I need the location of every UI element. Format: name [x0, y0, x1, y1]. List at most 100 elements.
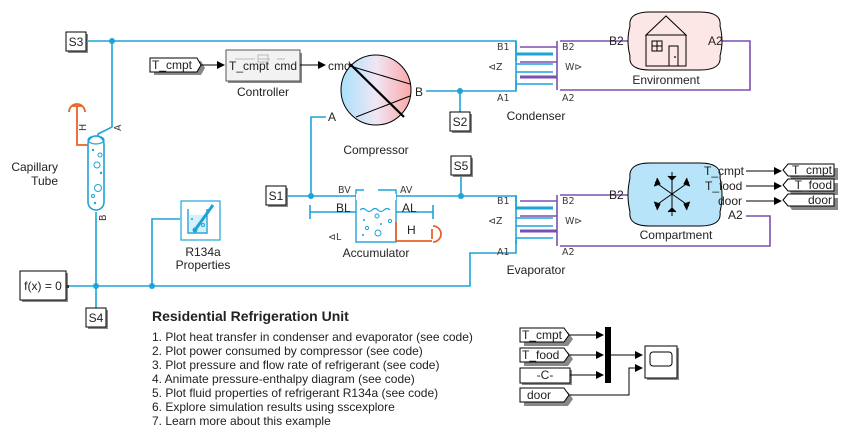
sensor-s4[interactable]: S4 — [85, 307, 108, 329]
sensor-s2-label: S2 — [453, 115, 468, 129]
sensor-s1-label: S1 — [269, 189, 284, 203]
sensor-s3-label: S3 — [69, 35, 84, 49]
condenser-port-a1: A1 — [497, 93, 510, 104]
evaporator-port-z: ⊲Z — [488, 216, 503, 227]
accumulator-port-bl: BL — [336, 201, 351, 215]
sensor-s5[interactable]: S5 — [450, 155, 473, 177]
capillary-label-1: Capillary — [11, 160, 58, 174]
sensor-s4-label: S4 — [89, 311, 104, 325]
sensor-s2[interactable]: S2 — [449, 111, 472, 133]
accumulator-port-bv: BV — [338, 185, 351, 196]
compressor-cmd-port: cmd — [328, 59, 351, 73]
evaporator-port-b1: B1 — [497, 196, 510, 207]
environment-port-b2: B2 — [609, 34, 624, 48]
capillary-tube-block[interactable]: H A B Capillary Tube — [11, 103, 124, 221]
evaporator-port-a2: A2 — [562, 247, 575, 258]
link-plot-pressure-flow[interactable]: 3. Plot pressure and flow rate of refrig… — [152, 358, 440, 372]
condenser-block[interactable]: B1 A1 ⊲Z B2 A2 W⊳ Condenser — [488, 41, 582, 123]
accumulator-port-av: AV — [400, 185, 413, 196]
wire-evaporator-a1[interactable] — [69, 240, 517, 287]
compartment-label: Compartment — [640, 228, 713, 242]
goto-tag-t-food[interactable]: T_food — [782, 178, 838, 195]
capillary-label-2: Tube — [31, 174, 58, 188]
wire-s1-evaporator[interactable] — [286, 195, 517, 210]
link-plot-fluid-properties[interactable]: 5. Plot fluid properties of refrigerant … — [152, 386, 439, 400]
controller-out-port: cmd — [274, 59, 297, 73]
wire-capillary-a[interactable] — [97, 41, 113, 138]
properties-label-1: R134a — [185, 245, 221, 259]
evaporator-port-b2: B2 — [562, 196, 575, 207]
environment-label: Environment — [632, 73, 700, 87]
environment-port-a2: A2 — [708, 34, 723, 48]
goto-tag-door[interactable]: door — [782, 193, 838, 210]
compressor-port-a: A — [328, 110, 336, 124]
from-tag-label: T_cmpt — [152, 58, 193, 72]
condenser-port-b1: B1 — [497, 42, 510, 53]
goto-tag-t-cmpt[interactable]: T_cmpt — [782, 163, 838, 180]
wire-env-a2[interactable] — [560, 40, 751, 91]
accumulator-block[interactable]: BV AV BL AL ⊲L H Accumulator — [309, 185, 442, 260]
constant-label: -C- — [537, 368, 554, 382]
goto-t-food-label: T_food — [795, 178, 832, 192]
evaporator-block[interactable]: B1 A1 ⊲Z B2 A2 W⊳ Evaporator — [488, 195, 582, 277]
evaporator-port-a1: A1 — [497, 247, 510, 258]
from-tag-scope-t-cmpt[interactable]: T_cmpt — [519, 327, 573, 346]
solver-label: f(x) = 0 — [24, 279, 62, 293]
compressor-port-b: B — [415, 85, 423, 99]
condenser-label: Condenser — [507, 109, 566, 123]
compartment-port-b2: B2 — [609, 188, 624, 202]
from-tag-t-cmpt[interactable]: T_cmpt — [149, 57, 205, 75]
sensor-s5-label: S5 — [454, 159, 469, 173]
environment-block[interactable]: B2 A2 Environment — [609, 11, 723, 87]
capillary-port-a: A — [113, 124, 124, 131]
properties-label-2: Properties — [176, 258, 231, 272]
goto-t-cmpt-label: T_cmpt — [792, 163, 833, 177]
sensor-s3[interactable]: S3 — [65, 31, 88, 53]
from-t-food-label: T_food — [522, 348, 559, 362]
compartment-out-t-cmpt: T_cmpt — [704, 164, 745, 178]
link-plot-power[interactable]: 2. Plot power consumed by compressor (se… — [152, 344, 423, 358]
scope-block[interactable] — [644, 345, 679, 380]
link-learn-more[interactable]: 7. Learn more about this example — [152, 414, 331, 428]
capillary-port-h: H — [78, 124, 89, 131]
wire-compressor-a[interactable] — [310, 116, 326, 196]
accumulator-port-al: AL — [402, 201, 417, 215]
r134a-properties-block[interactable]: R134a Properties — [176, 200, 231, 272]
link-animate-ph-diagram[interactable]: 4. Animate pressure-enthalpy diagram (se… — [152, 372, 415, 386]
condenser-port-b2: B2 — [562, 42, 575, 53]
link-sscexplore[interactable]: 6. Explore simulation results using ssce… — [152, 400, 395, 414]
compressor-block[interactable]: cmd B A Compressor — [328, 54, 423, 157]
from-tag-scope-t-food[interactable]: T_food — [519, 347, 573, 366]
solver-configuration-block[interactable]: f(x) = 0 — [19, 270, 69, 302]
condenser-port-a2: A2 — [562, 93, 575, 104]
model-title: Residential Refrigeration Unit — [152, 308, 349, 324]
mux-block[interactable] — [605, 327, 611, 383]
constant-block[interactable]: -C- — [519, 367, 572, 385]
condenser-port-z: ⊲Z — [488, 62, 503, 73]
condenser-port-w: W⊳ — [565, 62, 582, 73]
from-t-cmpt-label: T_cmpt — [522, 328, 563, 342]
compartment-block[interactable]: B2 A2 T_cmpt T_food door Compartment — [609, 162, 745, 242]
compartment-out-door: door — [718, 194, 742, 208]
sensor-s1[interactable]: S1 — [265, 185, 288, 207]
annotation-panel: Residential Refrigeration Unit 1. Plot h… — [152, 308, 473, 428]
wire-cmpt-a2[interactable] — [560, 215, 771, 247]
compartment-port-a2: A2 — [728, 208, 743, 222]
controller-block[interactable]: T_cmpt cmd Controller — [225, 49, 302, 99]
wire-properties[interactable] — [151, 218, 180, 286]
snowflake-icon — [653, 172, 691, 216]
compartment-out-t-food: T_food — [705, 179, 742, 193]
from-tag-scope-door[interactable]: door — [519, 387, 573, 406]
from-door-label: door — [527, 388, 551, 402]
controller-in-port: T_cmpt — [229, 59, 270, 73]
evaporator-label: Evaporator — [507, 263, 566, 277]
accumulator-port-l: ⊲L — [328, 232, 342, 243]
wire-compressor-condenser[interactable] — [426, 80, 517, 92]
evaporator-port-w: W⊳ — [565, 216, 582, 227]
moist-air-wires — [560, 40, 771, 247]
link-plot-heat-transfer[interactable]: 1. Plot heat transfer in condenser and e… — [152, 330, 473, 344]
compressor-label: Compressor — [343, 143, 408, 157]
controller-label: Controller — [237, 85, 289, 99]
goto-door-label: door — [808, 193, 832, 207]
